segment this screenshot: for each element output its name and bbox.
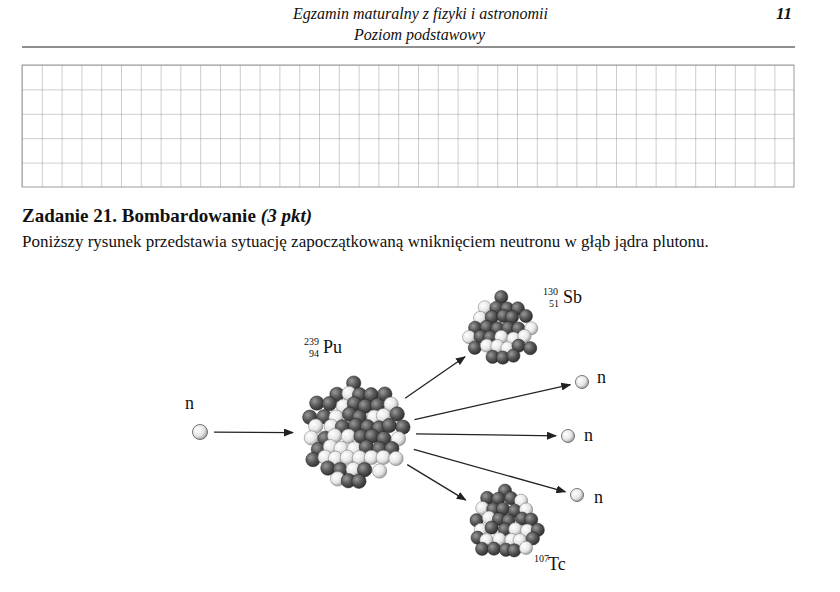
neutron-ball bbox=[485, 521, 498, 534]
reaction-arrow bbox=[416, 434, 556, 436]
points: (3 pkt) bbox=[261, 205, 312, 226]
neutron-ball bbox=[571, 489, 584, 502]
neutron-ball bbox=[508, 544, 521, 557]
neutron-ball bbox=[310, 396, 324, 410]
neutron-ball bbox=[519, 309, 532, 322]
page-number: 11 bbox=[776, 5, 792, 24]
particle-symbol: Tc bbox=[548, 555, 566, 575]
nuclide-number: 94 bbox=[309, 348, 319, 359]
nucleus: 13051Sb bbox=[462, 291, 542, 371]
nuclide-number: 51 bbox=[549, 298, 559, 309]
nuclide-number: 239 bbox=[304, 336, 319, 347]
reaction-arrow bbox=[414, 449, 566, 491]
neutron-ball bbox=[193, 425, 208, 440]
nucleon-cluster bbox=[463, 290, 538, 364]
reaction-arrow bbox=[407, 465, 466, 501]
proton bbox=[519, 541, 532, 554]
neutron-ball bbox=[487, 542, 500, 555]
reaction-arrow bbox=[214, 431, 293, 433]
proton bbox=[376, 450, 390, 464]
neutron: n bbox=[192, 424, 208, 440]
reaction-arrow bbox=[415, 385, 571, 420]
nucleus-drawing bbox=[462, 291, 542, 371]
nucleus-drawing bbox=[298, 376, 412, 490]
nucleon-cluster bbox=[470, 484, 544, 557]
proton bbox=[372, 464, 386, 478]
header-rule bbox=[22, 46, 795, 47]
particle-symbol: n bbox=[185, 394, 194, 414]
particle-symbol: Pu bbox=[323, 338, 342, 358]
nucleus: 107Tc bbox=[464, 483, 546, 565]
nucleon-cluster bbox=[303, 376, 411, 489]
neutron: n bbox=[575, 375, 589, 389]
header-title: Egzamin maturalny z fizyki i astronomii bbox=[293, 5, 548, 23]
neutron-drawing bbox=[561, 429, 575, 443]
neutron-ball bbox=[352, 474, 366, 488]
neutron-ball bbox=[468, 341, 481, 354]
particle-symbol: n bbox=[584, 426, 593, 446]
proton bbox=[341, 429, 355, 443]
neutron-ball bbox=[576, 376, 589, 389]
proton bbox=[389, 451, 403, 465]
answer-grid bbox=[22, 65, 794, 187]
neutron-drawing bbox=[192, 424, 208, 440]
neutron-ball bbox=[476, 542, 489, 555]
nucleus-drawing bbox=[464, 483, 546, 565]
header-level: Poziom podstawowy bbox=[354, 26, 485, 44]
neutron-ball bbox=[524, 342, 537, 355]
neutron-ball bbox=[507, 349, 520, 362]
neutron: n bbox=[561, 429, 575, 443]
nuclide-number: 130 bbox=[543, 286, 558, 297]
neutron-ball bbox=[562, 430, 575, 443]
particle-symbol: n bbox=[597, 368, 606, 388]
neutron-ball bbox=[382, 418, 396, 432]
neutron-drawing bbox=[575, 375, 589, 389]
neutron-drawing bbox=[570, 488, 584, 502]
task-heading: Zadanie 21. Bombardowanie(3 pkt) bbox=[22, 206, 312, 227]
neutron-ball bbox=[306, 452, 320, 466]
neutron-ball bbox=[322, 396, 336, 410]
particle-symbol: Sb bbox=[563, 288, 582, 308]
nucleus: 23994Pu bbox=[298, 376, 412, 490]
task-text: Poniższy rysunek przedstawia sytuację za… bbox=[22, 232, 794, 252]
reaction-arrow bbox=[405, 357, 465, 399]
nuclide-number: 107 bbox=[534, 553, 549, 564]
neutron: n bbox=[570, 488, 584, 502]
particle-symbol: n bbox=[594, 488, 603, 508]
task-title: Zadanie 21. Bombardowanie bbox=[22, 205, 256, 226]
